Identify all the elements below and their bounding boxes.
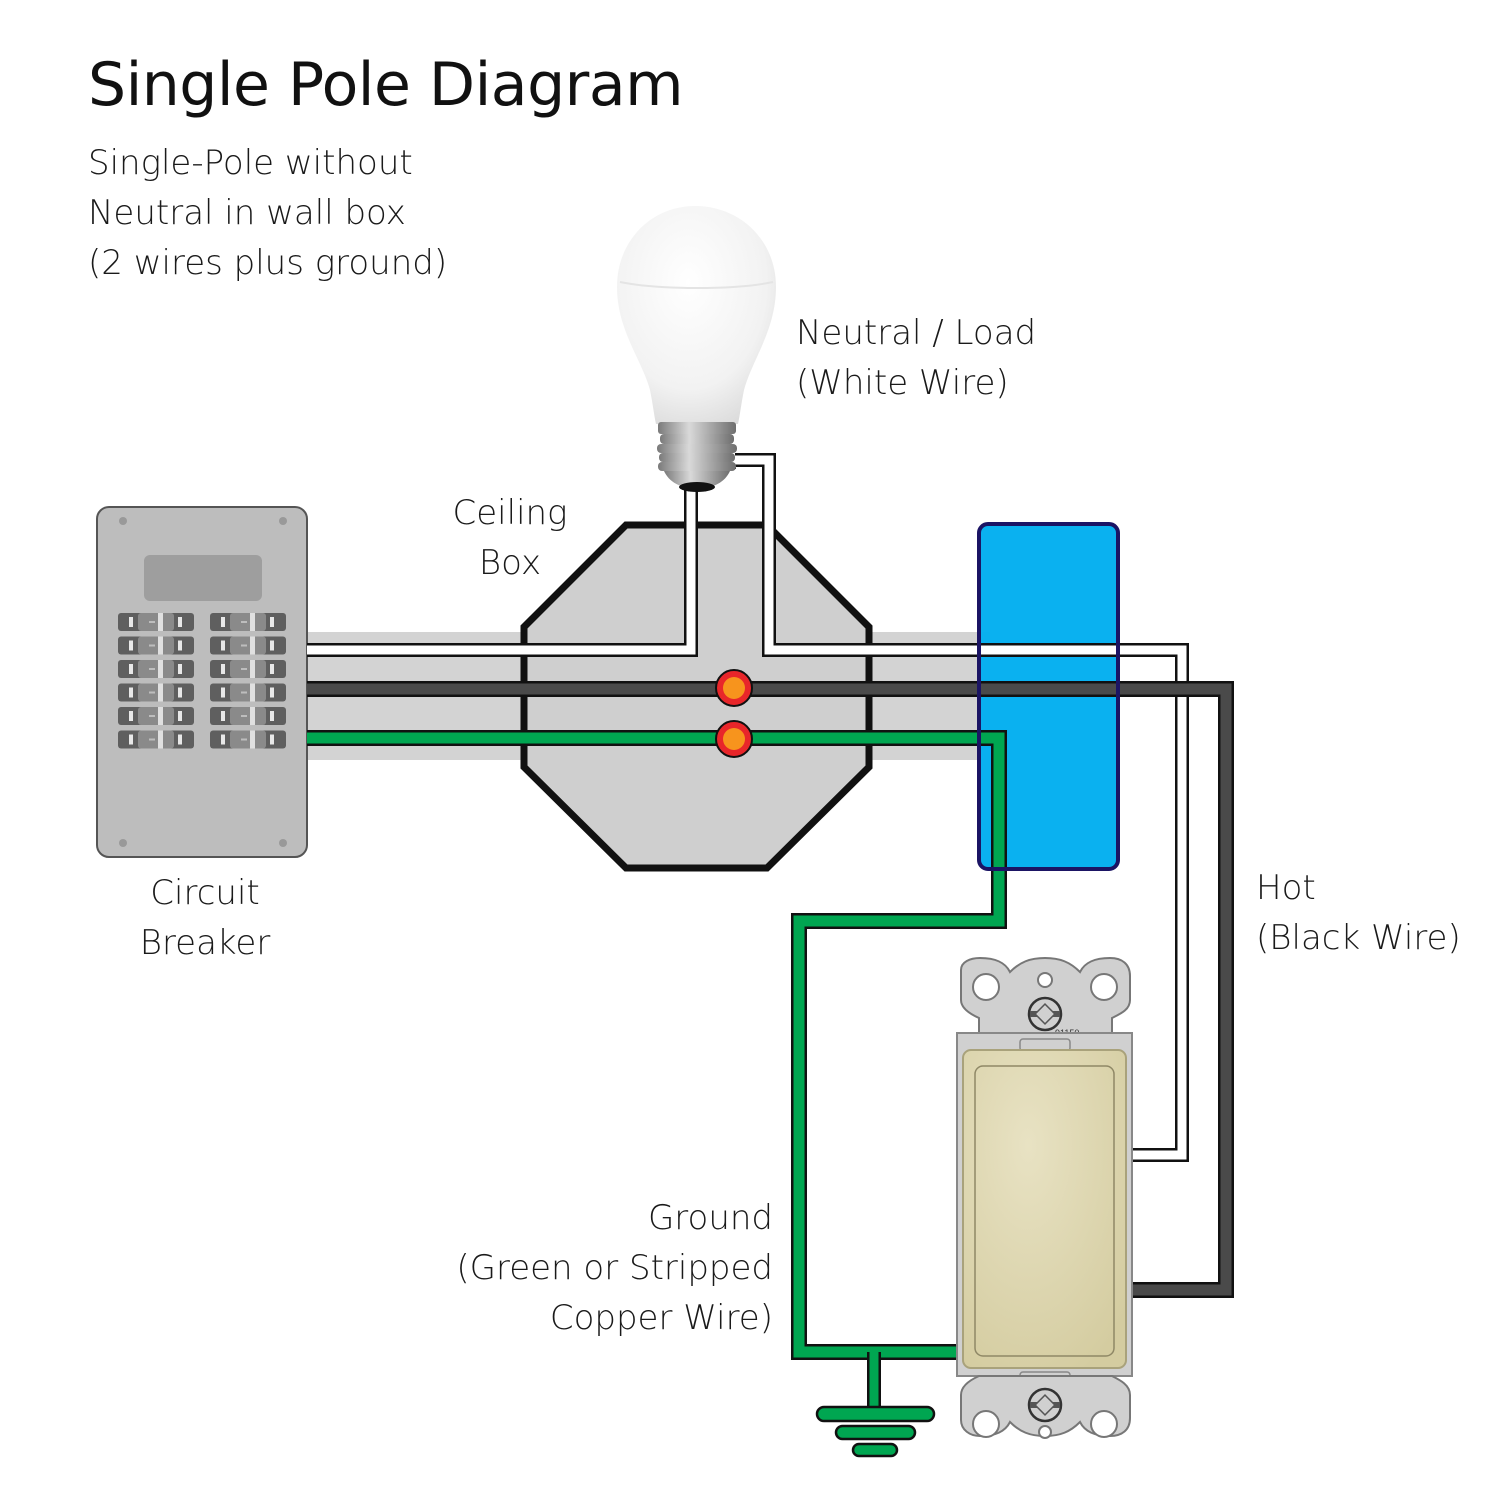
label-circuit-breaker: Circuit Breaker bbox=[120, 868, 290, 968]
subtitle-line: (2 wires plus ground) bbox=[88, 243, 448, 283]
panel-screw bbox=[119, 517, 127, 525]
label-line: Ceiling bbox=[452, 493, 568, 533]
label-line: (White Wire) bbox=[796, 363, 1009, 403]
ground-symbol-icon bbox=[815, 1352, 936, 1458]
mounting-hole bbox=[1038, 1425, 1052, 1439]
breaker-switch[interactable] bbox=[118, 613, 194, 631]
mounting-hole bbox=[1037, 972, 1053, 988]
light-switch[interactable]: 91150 bbox=[956, 956, 1133, 1439]
wire-nut bbox=[715, 669, 753, 707]
label-line: Breaker bbox=[139, 923, 271, 963]
breaker-switch[interactable] bbox=[210, 613, 286, 631]
label-line: Copper Wire) bbox=[549, 1298, 773, 1338]
label-hot: Hot (Black Wire) bbox=[1256, 863, 1461, 963]
panel-screw bbox=[279, 517, 287, 525]
breaker-switch[interactable] bbox=[210, 660, 286, 678]
light-bulb-icon bbox=[617, 206, 776, 492]
ground-wire bbox=[307, 730, 1007, 1360]
circuit-breaker-panel bbox=[96, 506, 308, 858]
breaker-switch[interactable] bbox=[118, 660, 194, 678]
mounting-hole bbox=[1090, 973, 1118, 1001]
label-line: Ground bbox=[647, 1198, 773, 1238]
breaker-switch[interactable] bbox=[210, 730, 286, 749]
label-ceiling-box: Ceiling Box bbox=[440, 488, 580, 588]
screw-icon bbox=[1027, 996, 1063, 1032]
label-ground: Ground (Green or Stripped Copper Wire) bbox=[440, 1193, 773, 1343]
subtitle-line: Single-Pole without bbox=[88, 143, 413, 183]
neutral-wire bbox=[307, 453, 1189, 1162]
breaker-switch[interactable] bbox=[118, 707, 194, 725]
page-title: Single Pole Diagram bbox=[88, 50, 684, 120]
label-line: Circuit bbox=[150, 873, 260, 913]
label-line: (Green or Stripped bbox=[456, 1248, 773, 1288]
label-line: Hot bbox=[1256, 868, 1316, 908]
panel-screw bbox=[119, 839, 127, 847]
wire-nut bbox=[715, 720, 753, 758]
wires-through-wall-box bbox=[981, 643, 1116, 867]
breaker-switch[interactable] bbox=[210, 636, 286, 655]
label-line: Neutral / Load bbox=[796, 313, 1037, 353]
label-neutral-load: Neutral / Load (White Wire) bbox=[796, 308, 1036, 408]
subtitle-line: Neutral in wall box bbox=[88, 193, 406, 233]
panel-screw bbox=[279, 839, 287, 847]
breaker-switch[interactable] bbox=[118, 683, 194, 702]
breaker-switch[interactable] bbox=[118, 636, 194, 655]
label-line: Box bbox=[478, 543, 542, 583]
breaker-switch[interactable] bbox=[210, 683, 286, 702]
mounting-hole bbox=[972, 973, 1000, 1001]
label-line: (Black Wire) bbox=[1256, 918, 1461, 958]
screw-icon bbox=[1027, 1387, 1063, 1423]
breaker-switch[interactable] bbox=[210, 707, 286, 725]
breaker-switch[interactable] bbox=[118, 730, 194, 749]
switch-paddle[interactable] bbox=[962, 1049, 1127, 1369]
hot-wire bbox=[307, 681, 1234, 1298]
mounting-hole bbox=[972, 1410, 1000, 1438]
panel-label-plate bbox=[144, 555, 262, 601]
mounting-hole bbox=[1090, 1410, 1118, 1438]
subtitle: Single-Pole without Neutral in wall box … bbox=[88, 138, 447, 288]
